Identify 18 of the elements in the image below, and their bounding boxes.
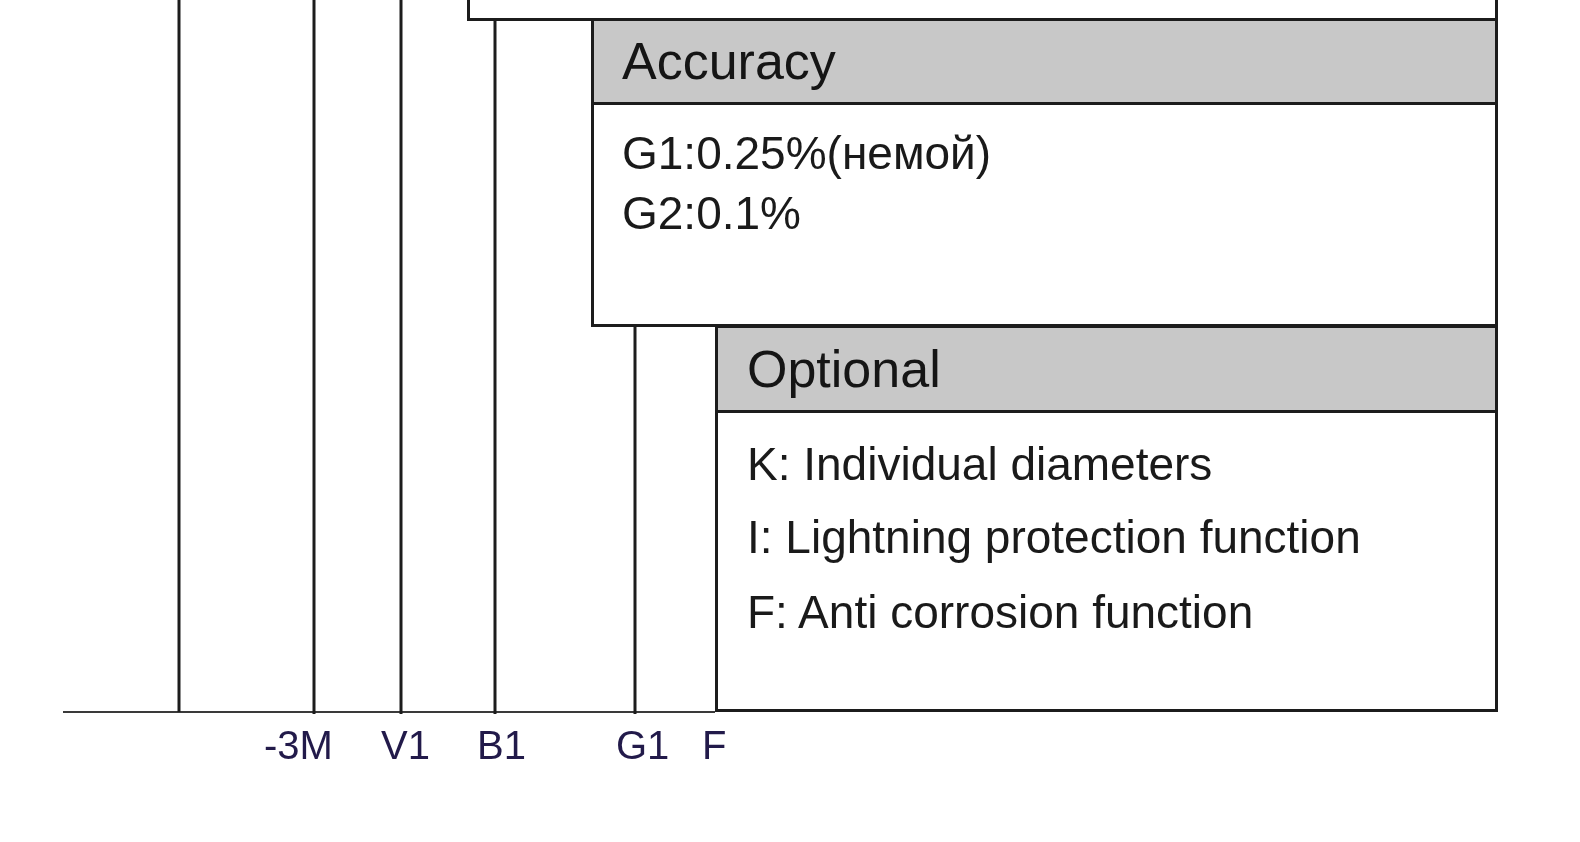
code-label: B1: [477, 714, 526, 776]
option-text: I: Lightning protection function: [747, 510, 1361, 565]
code-label: V1: [381, 714, 430, 776]
option-text: K: Individual diameters: [747, 437, 1213, 492]
section-heading: Accuracy: [622, 31, 836, 92]
code-label: -3M: [264, 714, 333, 776]
code-label: F: [702, 722, 727, 769]
section-heading: Optional: [747, 339, 941, 400]
leader-line: [633, 327, 637, 714]
leader-line: [312, 0, 316, 714]
option-box: [715, 325, 1498, 712]
leader-line: [399, 0, 403, 714]
option-text: G1:0.25%(немой): [622, 126, 992, 181]
option-box: [591, 18, 1498, 327]
leader-line: [493, 21, 497, 714]
option-text: F: Anti corrosion function: [747, 585, 1254, 640]
option-text: G2:0.1%: [622, 186, 801, 241]
code-label: G1: [616, 714, 670, 776]
